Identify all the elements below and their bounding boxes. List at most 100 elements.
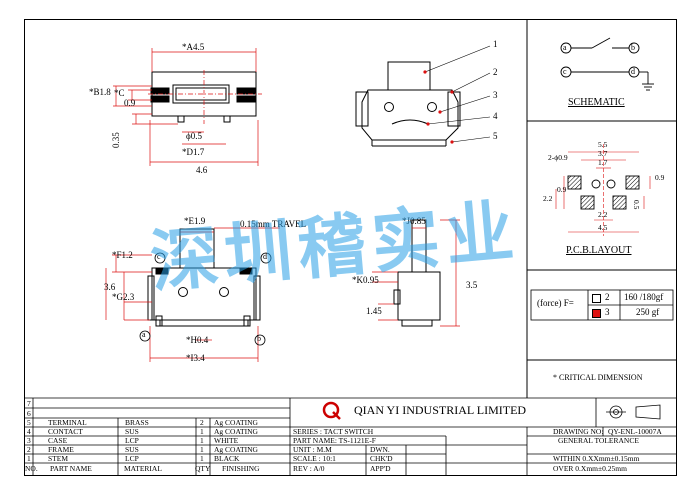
- dim-a: *A4.5: [182, 42, 205, 52]
- schem-node-c: c: [563, 67, 567, 76]
- iso-callout-leaders: [423, 45, 491, 144]
- callout-2: 2: [493, 67, 498, 77]
- bom-part: CONTACT: [48, 427, 83, 436]
- dim-d: *D1.7: [182, 147, 205, 157]
- bom-qty: 1: [200, 436, 204, 445]
- force-table-lines: [530, 289, 674, 321]
- company-logo: [322, 401, 341, 420]
- dim-f: *F1.2: [112, 250, 133, 260]
- side-view-dims: [105, 227, 280, 362]
- bom-finish: WHITE: [214, 436, 239, 445]
- dim-h: *H0.4: [186, 335, 209, 345]
- end-view: [393, 219, 441, 327]
- bom-material: LCP: [125, 454, 139, 463]
- callout-1: 1: [493, 39, 498, 49]
- dim-35: 3.5: [466, 280, 478, 290]
- dim-36: 3.6: [104, 282, 116, 292]
- bom-header-no: NO.: [25, 464, 38, 473]
- dwn-label: DWN.: [370, 445, 390, 454]
- dim-c-value: 0.9: [124, 98, 136, 108]
- iso-view: [355, 61, 461, 147]
- bom-finish: Ag COATING: [214, 427, 258, 436]
- rev: REV : A/0: [293, 464, 325, 473]
- bom-no: 5: [27, 418, 31, 427]
- callout-3: 3: [493, 90, 498, 100]
- bom-no: 4: [27, 427, 31, 436]
- pin-a-label: a: [142, 330, 146, 339]
- pin-d-label: d: [263, 252, 267, 261]
- callout-5: 5: [493, 131, 498, 141]
- bom-header-part: PART NAME: [50, 464, 92, 473]
- pcb-dims: [555, 144, 651, 236]
- unit: UNIT : M.M: [293, 445, 332, 454]
- bom-material: SUS: [125, 445, 139, 454]
- bom-no: 6: [27, 409, 31, 418]
- schem-node-b: b: [631, 43, 635, 52]
- appd-label: APP'D: [370, 464, 391, 473]
- bom-qty: 1: [200, 445, 204, 454]
- company-name: QIAN YI INDUSTRIAL LIMITED: [354, 403, 527, 417]
- pcb-dim-55: 5.5: [598, 140, 608, 149]
- bom-material: SUS: [125, 427, 139, 436]
- force-num-2: 2: [605, 292, 610, 302]
- force-value-3: 250 gf: [636, 307, 660, 317]
- dim-e: *E1.9: [184, 216, 206, 226]
- scale: SCALE : 10:1: [293, 454, 336, 463]
- bom-qty: 1: [200, 454, 204, 463]
- drawing-no: QY-ENL-10007A: [608, 427, 662, 436]
- dim-035: 0.35: [111, 132, 121, 148]
- end-view-dims: [372, 219, 460, 327]
- pcb-dim-22h: 2.2: [598, 210, 608, 219]
- chkd-label: CHK'D: [370, 454, 393, 463]
- force-num-3: 3: [605, 307, 610, 317]
- pin-b-label: b: [257, 334, 261, 343]
- bom-part: TERMINAL: [48, 418, 87, 427]
- drawing-frame: [24, 19, 677, 476]
- pcb-dim-09b: 0.9: [655, 173, 665, 182]
- dim-i: *I3.4: [186, 353, 205, 363]
- schematic-diagram: [560, 37, 654, 91]
- schematic-title: SCHEMATIC: [568, 97, 625, 108]
- force-swatch-2: [592, 294, 601, 303]
- pcb-dim-22v: 2.2: [543, 194, 553, 203]
- pin-labels: [139, 252, 272, 346]
- force-value-2: 160 /180gf: [624, 292, 664, 302]
- bom-qty: 2: [200, 418, 204, 427]
- callout-4: 4: [493, 111, 498, 121]
- drawing-no-label: DRAWING NO:: [553, 427, 604, 436]
- force-label: (force) F=: [537, 298, 574, 308]
- pcb-dim-05: 0.5: [632, 200, 641, 210]
- general-tolerance: GENERAL TOLERANCE: [558, 436, 639, 445]
- bom-part: CASE: [48, 436, 68, 445]
- series: SERIES : TACT SWITCH: [293, 427, 374, 436]
- tolerance-within: WITHIN 0.XXmm±0.15mm: [553, 454, 640, 463]
- bom-no: 1: [27, 454, 31, 463]
- top-view-dims: [113, 48, 262, 166]
- pcb-dim-37: 3.7: [598, 149, 608, 158]
- pin-c-label: c: [157, 252, 161, 261]
- bom-header-material: MATERIAL: [124, 464, 162, 473]
- pcb-dim-17: 1.7: [598, 158, 608, 167]
- bom-no: 7: [27, 399, 31, 408]
- pcb-title: P.C.B.LAYOUT: [566, 245, 632, 256]
- bom-finish: BLACK: [214, 454, 240, 463]
- schem-node-d: d: [631, 67, 635, 76]
- pcb-dim-45: 4.5: [598, 223, 608, 232]
- bom-part: FRAME: [48, 445, 74, 454]
- bom-no: 2: [27, 445, 31, 454]
- pcb-hole: 2-ϕ0.9: [548, 153, 568, 162]
- dim-j: *J0.85: [402, 216, 426, 226]
- bom-header-finish: FINISHING: [222, 464, 260, 473]
- top-view: [150, 71, 257, 123]
- dim-145: 1.45: [366, 306, 382, 316]
- bom-material: LCP: [125, 436, 139, 445]
- dim-g: *G2.3: [112, 292, 135, 302]
- bom-finish: Ag COATING: [214, 418, 258, 427]
- bom-header-qty: QTY: [195, 464, 211, 473]
- dim-phi: ϕ0.5: [186, 131, 202, 141]
- dim-k: *K0.95: [352, 275, 379, 285]
- bom-no: 3: [27, 436, 31, 445]
- side-view: [147, 228, 261, 327]
- travel-label: 0.15mm TRAVEL: [240, 219, 307, 229]
